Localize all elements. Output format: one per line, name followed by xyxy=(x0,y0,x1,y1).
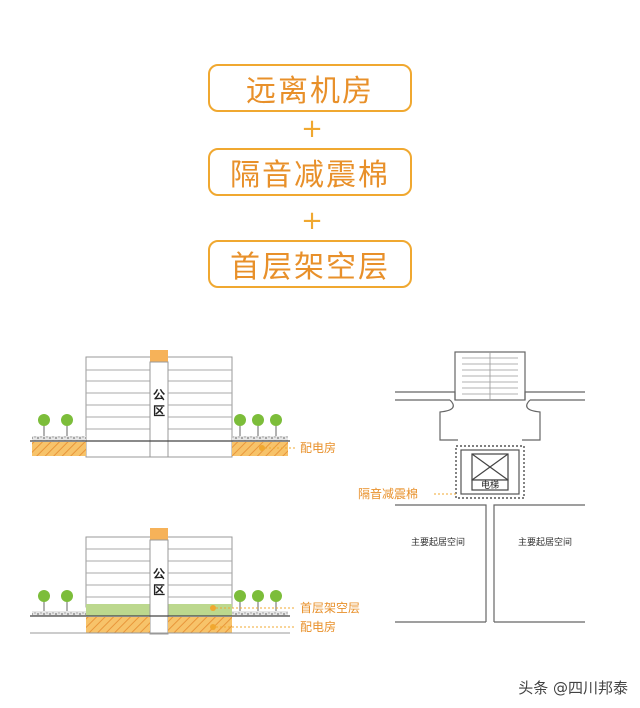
insulation-label: 隔音减震棉 xyxy=(358,486,418,501)
step-3-box: 首层架空层 xyxy=(208,240,412,288)
core-cap-top xyxy=(150,350,168,362)
machine-room-label-bottom: 配电房 xyxy=(300,619,336,634)
machine-room-bottom-left xyxy=(86,617,150,633)
watermark-text: 头条 @四川邦泰 xyxy=(518,679,628,697)
core-label-bottom-2: 区 xyxy=(153,583,165,597)
core-label-bottom-1: 公 xyxy=(153,567,165,581)
gravel-strip-left-bottom xyxy=(32,611,86,616)
trees-right-top xyxy=(234,414,282,436)
room-left-label: 主要起居空间 xyxy=(411,536,465,548)
trees-left-top xyxy=(38,414,73,436)
trees-right-bottom xyxy=(234,590,282,611)
gravel-strip-left-top xyxy=(32,436,86,441)
step-1-label: 远离机房 xyxy=(246,74,374,109)
core-shaft-bottom xyxy=(149,539,169,635)
floor-plan xyxy=(395,351,585,623)
trees-left-bottom xyxy=(38,590,73,611)
section-diagram-bottom: 公 区 首层架空层 配电房 xyxy=(30,528,360,635)
step-1-box: 远离机房 xyxy=(208,64,412,112)
step-2-label: 隔音减震棉 xyxy=(230,158,390,193)
ground-left-top xyxy=(32,442,86,456)
plus-sign-1: + xyxy=(301,114,323,144)
step-2-box: 隔音减震棉 xyxy=(208,148,412,196)
core-label-top-2: 区 xyxy=(153,404,165,418)
core-label-top-1: 公 xyxy=(153,388,165,402)
section-diagram-top: 公 区 配电房 xyxy=(30,350,336,458)
elevator-label: 电梯 xyxy=(481,479,499,491)
stilt-floor-label: 首层架空层 xyxy=(300,601,360,615)
machine-room-bottom-right xyxy=(168,617,232,633)
plus-sign-2: + xyxy=(301,206,323,236)
step-3-label: 首层架空层 xyxy=(230,250,390,285)
core-cap-bottom xyxy=(150,528,168,540)
room-right-label: 主要起居空间 xyxy=(518,536,572,548)
gravel-strip-right-top xyxy=(232,436,288,441)
core-shaft-top xyxy=(149,361,169,458)
machine-room-label-top: 配电房 xyxy=(300,440,336,455)
gravel-strip-right-bottom xyxy=(232,611,288,616)
